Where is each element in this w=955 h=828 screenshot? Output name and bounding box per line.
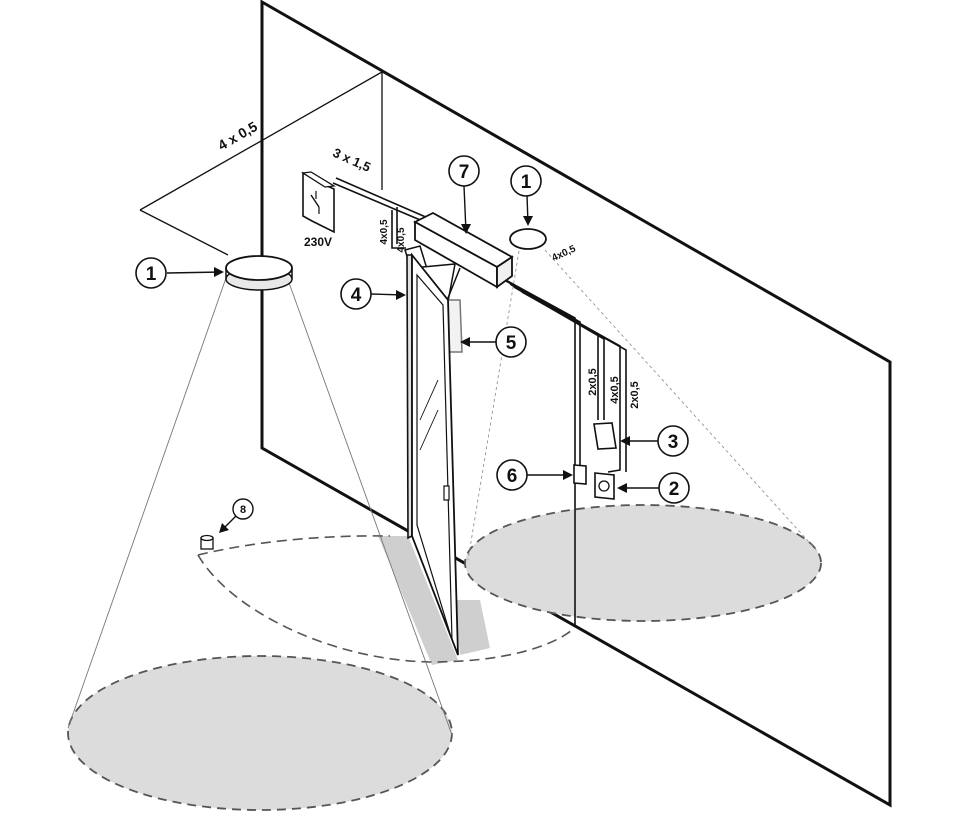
callout-6-label: 6 — [507, 466, 518, 487]
callout-3: 3 — [657, 425, 689, 457]
wiring — [332, 177, 627, 625]
callout-7: 7 — [448, 155, 480, 187]
wire-label-vertical-1: 2x0,5 — [587, 368, 599, 396]
sensor-cone-right — [467, 244, 819, 561]
callout-5-label: 5 — [506, 333, 517, 354]
callout-1-right: 1 — [510, 165, 542, 197]
power-switch-box — [301, 171, 336, 234]
door-floor-shadow — [378, 536, 458, 665]
detection-area-right — [464, 504, 822, 622]
door-floor-shadow-2 — [455, 600, 490, 655]
callout-8-label: 8 — [240, 504, 246, 516]
wire-label-ceiling: 4 x 0,5 — [215, 118, 260, 153]
callouts: 1 1 2 3 4 5 6 7 — [135, 155, 690, 520]
callout-5: 5 — [495, 326, 527, 358]
push-button-device — [594, 472, 615, 500]
key-switch-device — [573, 464, 587, 485]
callout-7-label: 7 — [459, 162, 470, 183]
wall-motion-sensor-right — [509, 228, 547, 250]
door-leaf — [406, 252, 459, 656]
wire-label-left-b: 4x0,5 — [396, 227, 407, 252]
callout-1-left-label: 1 — [146, 264, 157, 285]
callout-arrowheads — [214, 216, 630, 533]
floor-detection-zones — [67, 504, 822, 811]
callout-3-label: 3 — [668, 432, 679, 453]
wire-label-vertical-3: 2x0,5 — [629, 381, 641, 409]
callout-8: 8 — [232, 498, 254, 520]
door-swing-arc-back — [197, 535, 391, 556]
wire-label-left-a: 4x0,5 — [379, 219, 390, 244]
floor-safety-sensor — [200, 534, 214, 550]
door-operator-unit — [413, 211, 514, 289]
control-panel-device — [593, 422, 617, 450]
voltage-label: 230V — [304, 235, 332, 249]
callout-4-label: 4 — [351, 285, 362, 306]
detection-area-left — [67, 655, 453, 811]
ceiling-motion-sensor-left — [225, 255, 293, 291]
callout-2: 2 — [658, 472, 690, 504]
callout-1-right-label: 1 — [521, 172, 532, 193]
callout-1-left: 1 — [135, 257, 167, 289]
callout-4: 4 — [340, 278, 372, 310]
sensor-cone-left — [67, 277, 453, 736]
callout-6: 6 — [496, 459, 528, 491]
door-swing-arc — [197, 554, 573, 663]
wire-label-vertical-2: 4x0,5 — [609, 376, 621, 404]
callout-2-label: 2 — [669, 479, 680, 500]
ceiling-lines — [139, 71, 383, 256]
